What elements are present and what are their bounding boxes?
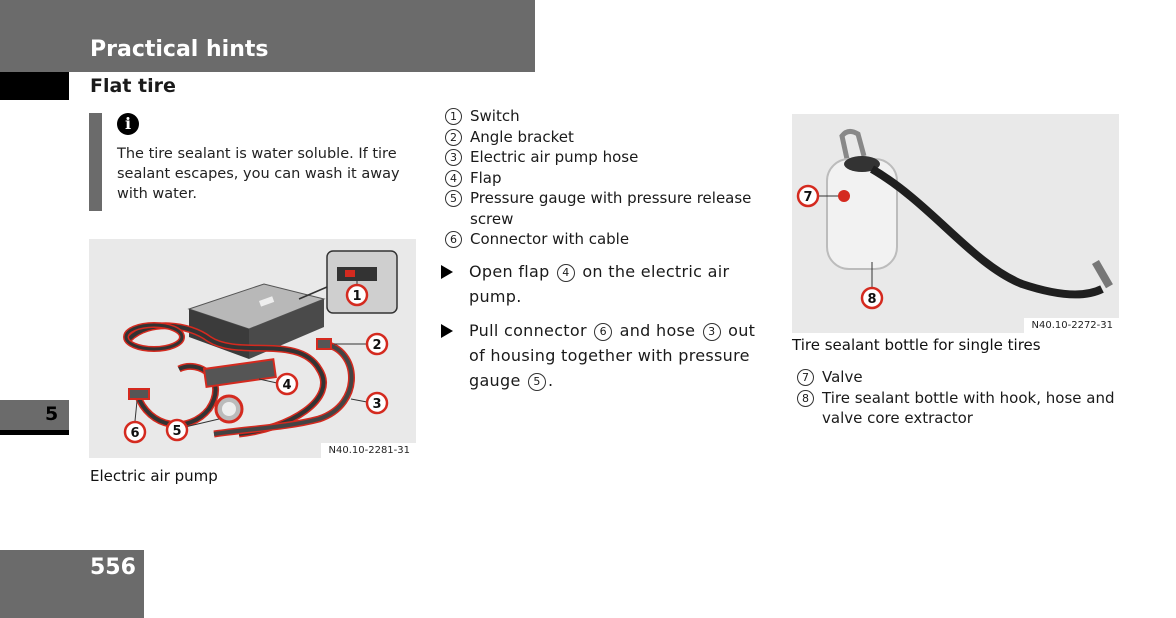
svg-text:1: 1 bbox=[352, 289, 361, 304]
callout-4: 4 bbox=[258, 372, 299, 396]
callout-number: 5 bbox=[445, 190, 462, 207]
svg-text:2: 2 bbox=[372, 338, 381, 353]
bottle-figure: 7 8 N40.10-2272-31 bbox=[792, 114, 1119, 333]
bottle-figure-caption: Tire sealant bottle for single tires bbox=[792, 336, 1041, 354]
pump-illustration: 1 2 3 4 5 6 bbox=[123, 250, 398, 444]
svg-text:3: 3 bbox=[372, 397, 381, 412]
step-2: Pull connector 6 and hose 3 out of housi… bbox=[441, 318, 761, 393]
note-box: i The tire sealant is water soluble. If … bbox=[89, 113, 409, 211]
pump-figure-code: N40.10-2281-31 bbox=[320, 443, 416, 458]
step-1: Open flap 4 on the electric air pump. bbox=[441, 259, 761, 309]
svg-text:5: 5 bbox=[172, 424, 181, 439]
callout-7: 7 bbox=[796, 184, 838, 208]
svg-text:4: 4 bbox=[282, 378, 291, 393]
pump-figure: 1 2 3 4 5 6 N40.10-2281-31 bbox=[89, 239, 416, 458]
bottle-figure-code: N40.10-2272-31 bbox=[1023, 318, 1119, 333]
note-text: The tire sealant is water soluble. If ti… bbox=[117, 146, 400, 202]
svg-text:7: 7 bbox=[803, 190, 812, 205]
callout-number: 3 bbox=[445, 149, 462, 166]
callout-8: 8 bbox=[860, 262, 884, 310]
header-bar bbox=[0, 0, 535, 72]
callout-6: 6 bbox=[123, 400, 147, 444]
callout-number: 2 bbox=[445, 128, 462, 146]
page-number-box bbox=[0, 550, 144, 618]
callout-1: 1 bbox=[345, 279, 369, 307]
callout-number: 1 bbox=[445, 108, 462, 125]
info-icon: i bbox=[117, 113, 139, 135]
step-arrow-icon bbox=[441, 324, 453, 338]
header-tab-marker bbox=[0, 72, 69, 100]
page-heading: Flat tire bbox=[90, 75, 176, 97]
step-arrow-icon bbox=[441, 265, 453, 279]
callout-number: 6 bbox=[445, 231, 462, 248]
inline-ref: 3 bbox=[702, 323, 721, 341]
callout-number: 8 bbox=[797, 389, 814, 407]
svg-text:6: 6 bbox=[130, 426, 139, 441]
callout-number: 7 bbox=[797, 369, 814, 386]
inline-ref: 6 bbox=[594, 323, 613, 341]
chapter-tab bbox=[0, 400, 69, 435]
bottle-illustration: 7 8 bbox=[796, 128, 1113, 310]
note-bar bbox=[89, 113, 102, 211]
callout-5: 5 bbox=[165, 418, 220, 442]
pump-figure-caption: Electric air pump bbox=[90, 467, 218, 485]
section-title: Practical hints bbox=[90, 37, 269, 62]
inline-ref: 4 bbox=[556, 264, 575, 282]
chapter-tab-line bbox=[0, 430, 69, 435]
callout-number: 4 bbox=[445, 169, 462, 187]
page-number: 556 bbox=[90, 555, 136, 580]
inline-ref: 5 bbox=[528, 373, 546, 391]
svg-text:8: 8 bbox=[867, 292, 876, 307]
callout-2: 2 bbox=[334, 332, 389, 356]
callout-3: 3 bbox=[350, 391, 389, 415]
chapter-number: 5 bbox=[45, 403, 59, 425]
